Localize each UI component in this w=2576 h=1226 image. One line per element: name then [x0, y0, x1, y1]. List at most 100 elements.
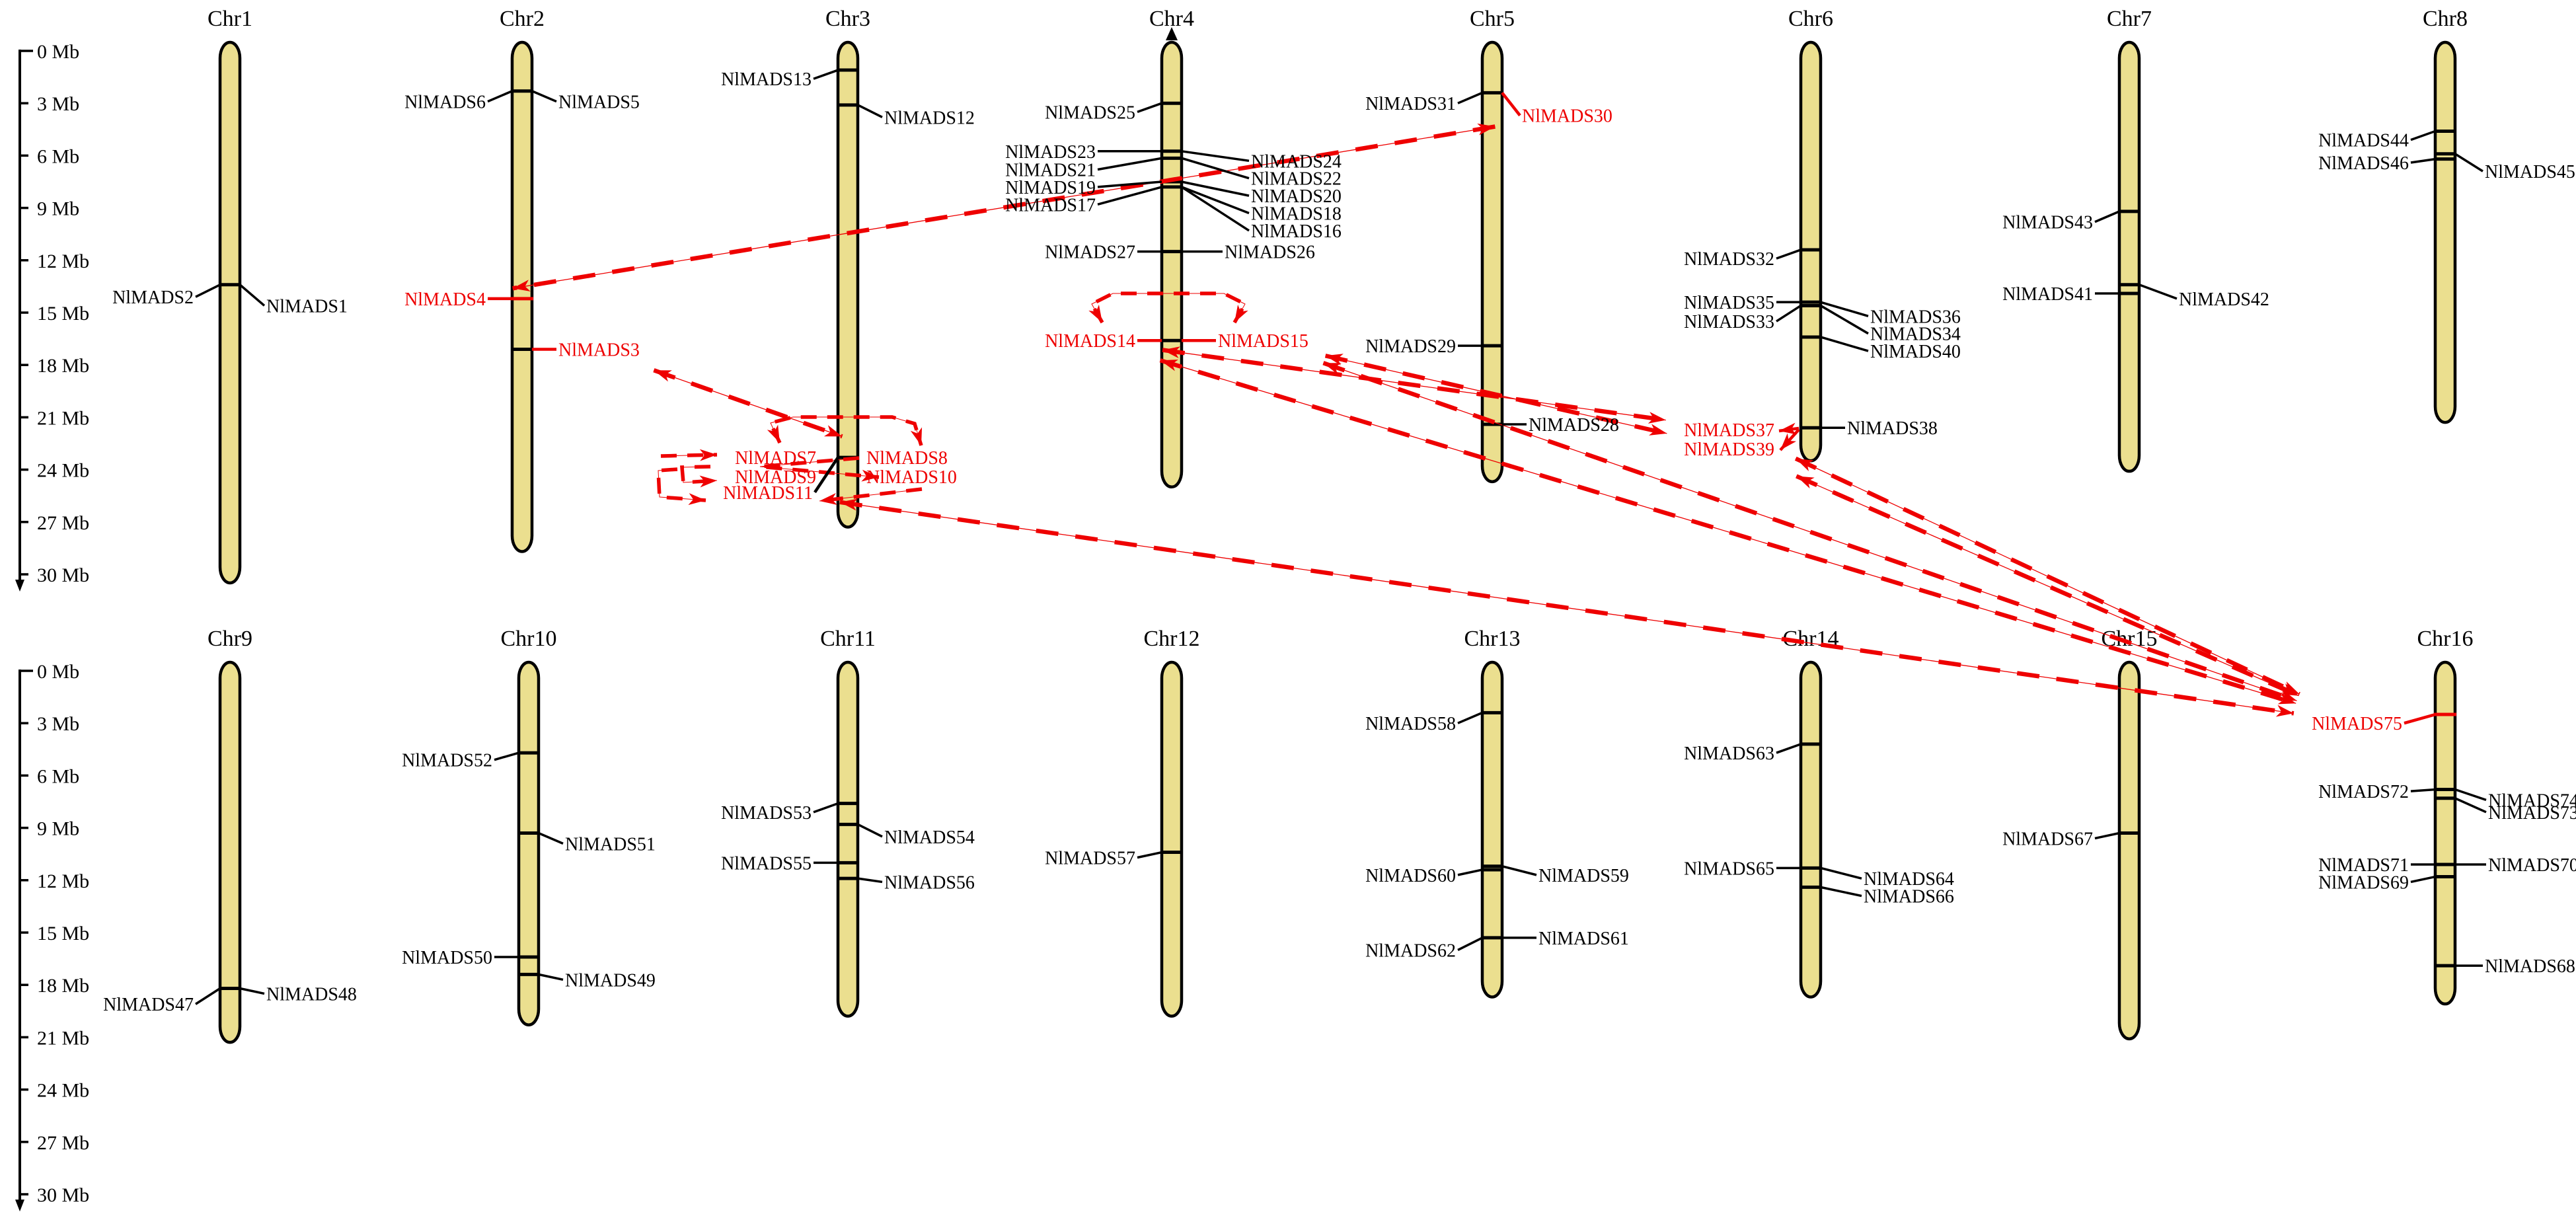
- gene-label-NlMADS5: NlMADS5: [558, 93, 640, 113]
- gene-label-NlMADS64: NlMADS64: [1864, 869, 1954, 890]
- gene-label-NlMADS38: NlMADS38: [1847, 418, 1938, 439]
- gene-leader-NlMADS42: [2139, 284, 2178, 300]
- duplication-link-NlMADS37-NlMADS75: [1794, 456, 2300, 697]
- gene-label-NlMADS13: NlMADS13: [721, 69, 812, 90]
- gene-leader-NlMADS12: [857, 104, 883, 118]
- gene-label-NlMADS17: NlMADS17: [1005, 195, 1096, 215]
- scale-tick-label: 21 Mb: [37, 1027, 89, 1049]
- scale-tick-label: 30 Mb: [37, 564, 89, 586]
- gene-label-NlMADS50: NlMADS50: [402, 948, 492, 968]
- gene-label-NlMADS19: NlMADS19: [1005, 178, 1096, 198]
- gene-label-NlMADS65: NlMADS65: [1684, 859, 1774, 879]
- gene-label-NlMADS37: NlMADS37: [1684, 420, 1774, 441]
- gene-label-NlMADS46: NlMADS46: [2318, 153, 2409, 174]
- scale-tick-label: 12 Mb: [37, 870, 89, 892]
- scale-tick-label: 24 Mb: [37, 460, 89, 482]
- gene-leader-NlMADS34: [1820, 304, 1869, 335]
- gene-label-NlMADS35: NlMADS35: [1684, 293, 1774, 313]
- gene-label-NlMADS62: NlMADS62: [1365, 940, 1456, 961]
- chromosome-body-chr8: [2433, 40, 2457, 424]
- chr4-top-arrow-icon: [1166, 27, 1178, 40]
- gene-label-NlMADS21: NlMADS21: [1005, 161, 1096, 181]
- gene-leader-NlMADS73: [2454, 797, 2487, 814]
- scale-tick-label: 27 Mb: [37, 1132, 89, 1154]
- gene-leader-NlMADS46: [2410, 157, 2436, 164]
- chromosome-title-chr12: Chr12: [1144, 627, 1200, 651]
- gene-label-NlMADS22: NlMADS22: [1251, 169, 1342, 190]
- gene-label-NlMADS41: NlMADS41: [2002, 284, 2093, 305]
- gene-leader-NlMADS54: [857, 823, 883, 838]
- cluster-arrow-to-NlMADS7-centerline: [660, 454, 718, 457]
- chromosome-chr11: Chr11: [820, 627, 876, 1018]
- gene-label-NlMADS57: NlMADS57: [1045, 848, 1135, 868]
- gene-label-NlMADS25: NlMADS25: [1045, 102, 1135, 123]
- chromosome-chr7: Chr7: [2107, 7, 2152, 473]
- gene-leader-NlMADS45: [2454, 153, 2483, 172]
- chromosome-title-chr5: Chr5: [1470, 7, 1515, 31]
- gene-label-NlMADS61: NlMADS61: [1538, 929, 1629, 949]
- gene-label-NlMADS44: NlMADS44: [2318, 131, 2409, 151]
- chromosome-title-chr6: Chr6: [1788, 7, 1833, 31]
- scale-tick-label: 30 Mb: [37, 1184, 89, 1206]
- gene-label-NlMADS26: NlMADS26: [1225, 243, 1315, 263]
- chromosome-body-chr14: [1799, 660, 1823, 999]
- gene-label-NlMADS2: NlMADS2: [112, 287, 194, 308]
- gene-label-NlMADS1: NlMADS1: [266, 296, 348, 317]
- scale-tick-label: 3 Mb: [37, 93, 79, 115]
- gene-leader-NlMADS67: [2094, 831, 2120, 840]
- gene-leader-NlMADS48: [239, 987, 265, 995]
- gene-leader-NlMADS49: [538, 973, 564, 981]
- gene-label-NlMADS51: NlMADS51: [565, 834, 656, 855]
- gene-label-NlMADS53: NlMADS53: [721, 803, 812, 824]
- gene-label-NlMADS34: NlMADS34: [1870, 325, 1961, 345]
- gene-label-NlMADS63: NlMADS63: [1684, 744, 1774, 764]
- cluster-arrow-crossback-centerline: [819, 488, 923, 502]
- chromosome-chr8: Chr8: [2423, 7, 2468, 424]
- scale-tick-label: 18 Mb: [37, 975, 89, 997]
- chromosome-body-chr16: [2433, 660, 2457, 1006]
- chromosome-body-chr15: [2117, 660, 2141, 1041]
- gene-label-NlMADS31: NlMADS31: [1365, 94, 1456, 114]
- chromosome-title-chr13: Chr13: [1464, 627, 1521, 651]
- chromosome-title-chr9: Chr9: [208, 627, 252, 651]
- gene-label-NlMADS71: NlMADS71: [2318, 855, 2409, 876]
- gene-label-NlMADS49: NlMADS49: [565, 970, 656, 991]
- scale-tick-label: 18 Mb: [37, 355, 89, 377]
- gene-label-NlMADS54: NlMADS54: [884, 827, 975, 848]
- chromosome-body-chr4: [1160, 40, 1184, 489]
- gene-leader-NlMADS36: [1820, 301, 1869, 317]
- chromosome-title-chr11: Chr11: [820, 627, 876, 651]
- gene-label-NlMADS56: NlMADS56: [884, 872, 975, 893]
- gene-label-NlMADS4: NlMADS4: [404, 289, 486, 310]
- scale-tick-label: 0 Mb: [37, 41, 79, 63]
- gene-label-NlMADS33: NlMADS33: [1684, 312, 1774, 332]
- gene-leader-NlMADS33: [1776, 304, 1801, 323]
- gene-label-NlMADS9: NlMADS9: [735, 467, 816, 488]
- gene-label-NlMADS68: NlMADS68: [2485, 956, 2575, 977]
- gene-label-NlMADS70: NlMADS70: [2488, 855, 2576, 876]
- scale-tick-label: 9 Mb: [37, 818, 79, 840]
- chromosome-title-chr8: Chr8: [2423, 7, 2468, 31]
- gene-leader-NlMADS21: [1097, 157, 1162, 171]
- pointer-NlMADS39: [1779, 428, 1800, 451]
- duplication-link-NlMADS30-NlMADS4: [512, 123, 1496, 291]
- scale-tick-label: 24 Mb: [37, 1080, 89, 1102]
- gene-label-NlMADS55: NlMADS55: [721, 853, 812, 874]
- gene-label-NlMADS67: NlMADS67: [2002, 829, 2093, 849]
- gene-leader-NlMADS25: [1137, 102, 1162, 114]
- gene-label-NlMADS43: NlMADS43: [2002, 213, 2093, 233]
- link-dashes: [1322, 361, 2298, 703]
- gene-leader-NlMADS74: [2454, 788, 2487, 802]
- gene-leader-NlMADS44: [2410, 130, 2436, 141]
- chromosome-chr5: Chr5: [1470, 7, 1515, 484]
- gene-label-NlMADS73: NlMADS73: [2488, 803, 2576, 824]
- gene-label-NlMADS52: NlMADS52: [402, 751, 492, 771]
- chromosome-chr3: Chr3: [825, 7, 870, 529]
- gene-label-NlMADS47: NlMADS47: [103, 995, 194, 1015]
- gene-label-NlMADS27: NlMADS27: [1045, 243, 1135, 263]
- gene-leader-NlMADS24: [1181, 150, 1250, 163]
- gene-leader-NlMADS2: [195, 284, 221, 298]
